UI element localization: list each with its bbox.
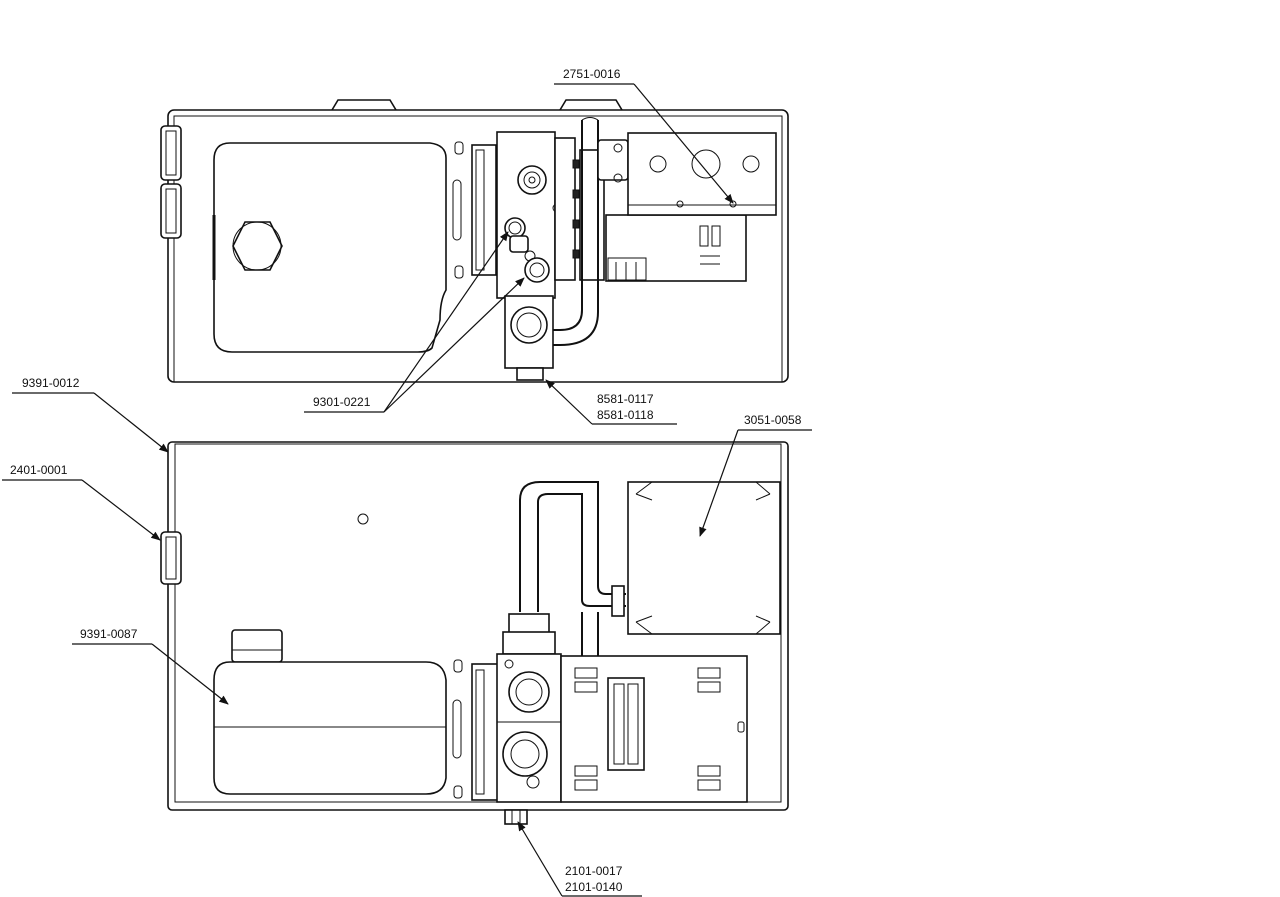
motor-top-view bbox=[605, 214, 747, 282]
fitting-9301-0221 bbox=[504, 217, 550, 283]
top-view bbox=[160, 99, 789, 383]
pipes-front-view bbox=[519, 481, 626, 660]
label-2101-0017: 2101-0017 bbox=[565, 864, 623, 878]
pump-end-top-view bbox=[504, 295, 554, 381]
label-2751-0016: 2751-0016 bbox=[563, 67, 621, 81]
label-8581-0118: 8581-0118 bbox=[597, 408, 654, 422]
enclosure-top-view bbox=[167, 99, 789, 383]
reservoir-9391-0087 bbox=[213, 629, 463, 799]
valve-block-front-view bbox=[471, 613, 562, 803]
hinge-front-view bbox=[160, 531, 182, 585]
label-9301-0221: 9301-0221 bbox=[313, 395, 371, 409]
electrical-box-2751-0016 bbox=[627, 132, 777, 216]
label-9391-0012: 9391-0012 bbox=[22, 376, 80, 390]
label-9391-0087: 9391-0087 bbox=[80, 627, 138, 641]
motor-front-view bbox=[560, 655, 748, 803]
bottom-view bbox=[160, 441, 789, 825]
valve-block-top-view bbox=[471, 131, 605, 299]
fitting-2101-0017 bbox=[504, 809, 528, 825]
label-3051-0058: 3051-0058 bbox=[744, 413, 802, 427]
hinge-top-view bbox=[160, 125, 182, 239]
return-pipe-top-view bbox=[525, 117, 629, 346]
enclosure-front-view bbox=[167, 441, 789, 811]
label-2101-0140: 2101-0140 bbox=[565, 880, 623, 894]
label-2401-0001: 2401-0001 bbox=[10, 463, 68, 477]
part-labels: 2751-0016 9391-0012 2401-0001 9391-0087 … bbox=[10, 67, 802, 894]
leader-lines bbox=[2, 83, 812, 897]
reservoir-top-view bbox=[212, 141, 464, 353]
electrical-box-3051-0058 bbox=[627, 481, 781, 635]
label-8581-0117: 8581-0117 bbox=[597, 392, 654, 406]
